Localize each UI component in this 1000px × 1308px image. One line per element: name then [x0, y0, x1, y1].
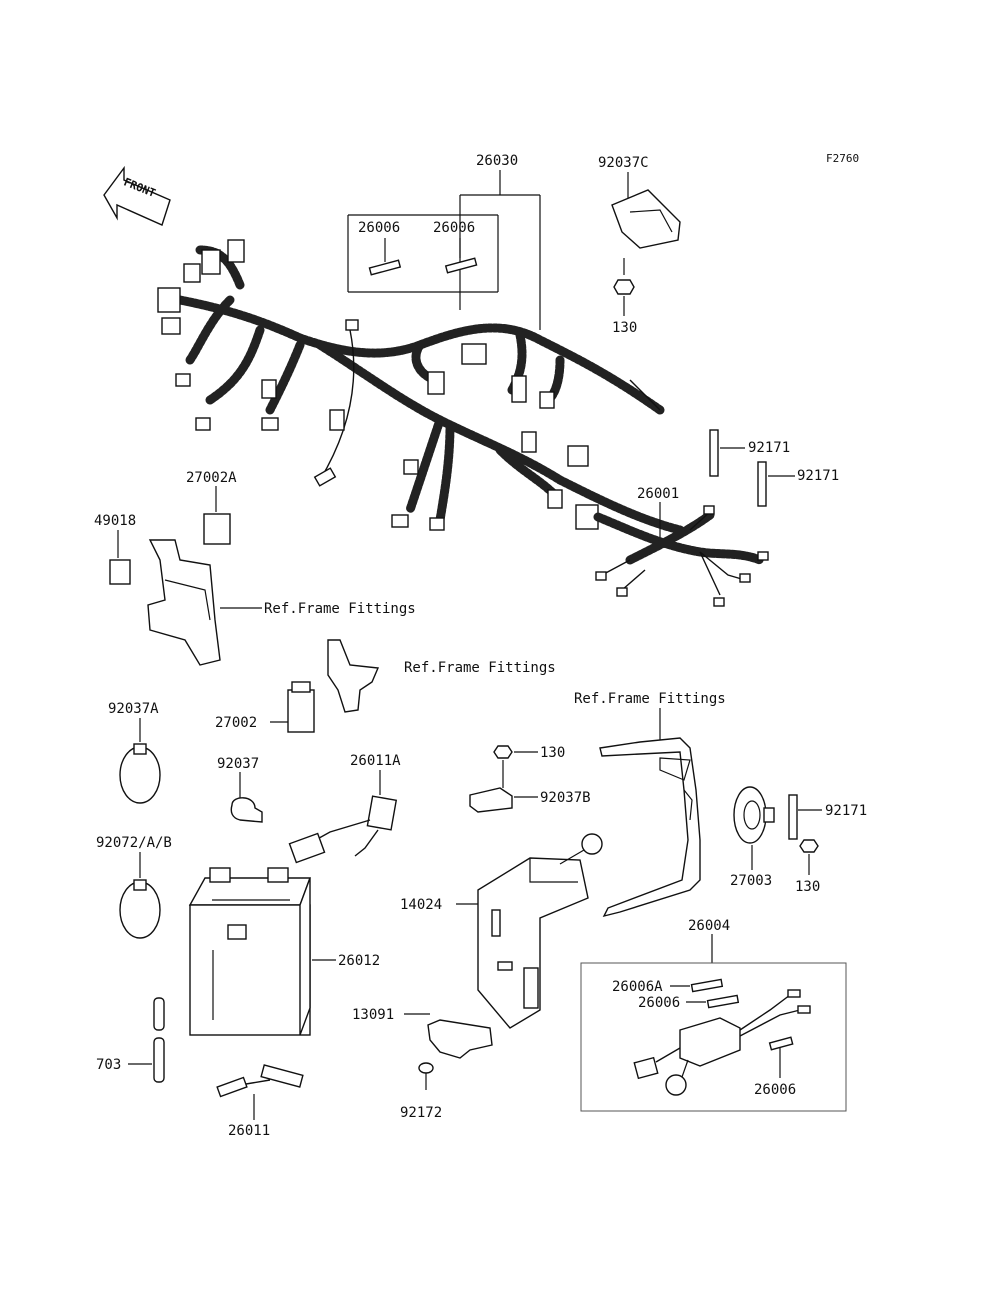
leader-26030: [347, 170, 541, 330]
relay-bracket: [147, 539, 221, 666]
battery-26012: [188, 867, 312, 1036]
callout-13091: 13091: [352, 1007, 394, 1023]
screw-92172: [418, 1062, 434, 1090]
callout-26011a: 26011A: [350, 753, 401, 769]
bracket-13091: [427, 1019, 493, 1059]
callout-14024: 14024: [400, 897, 442, 913]
battery-case-14024: [477, 857, 589, 1029]
callout-92171-b: 92171: [797, 468, 839, 484]
callout-26030: 26030: [476, 153, 518, 169]
fuse-holder-26004: [633, 989, 811, 1080]
nut-130-top: [613, 279, 635, 295]
ref-frame-fittings-3: Ref.Frame Fittings: [574, 691, 726, 707]
ref-frame-fittings-2: Ref.Frame Fittings: [404, 660, 556, 676]
nut-130-mid: [493, 745, 513, 759]
callout-92171-a: 92171: [748, 440, 790, 456]
tube-703-b: [153, 1037, 165, 1083]
callout-26006-b: 26006: [433, 220, 475, 236]
band-92072: [119, 879, 161, 939]
fuse-26006-d: [768, 1036, 794, 1051]
clamp-92037b: [469, 787, 513, 813]
ref-frame-fittings-1: Ref.Frame Fittings: [264, 601, 416, 617]
callout-92171-c: 92171: [825, 803, 867, 819]
relay-27002: [287, 681, 315, 733]
tube-703-a: [153, 997, 165, 1031]
clamp-92037: [230, 797, 263, 823]
clamp-92037c: [611, 189, 681, 249]
fuse-26006-c: [706, 994, 740, 1009]
callout-26001: 26001: [637, 486, 679, 502]
callout-27002a: 27002A: [186, 470, 237, 486]
callout-27002: 27002: [215, 715, 257, 731]
callout-92037: 92037: [217, 756, 259, 772]
callout-92172: 92172: [400, 1105, 442, 1121]
callout-27003: 27003: [730, 873, 772, 889]
marker-a-1: [581, 833, 603, 855]
band-92037a: [119, 743, 161, 804]
fuse-26006-a: [368, 238, 402, 276]
main-harness-26030: [157, 239, 685, 535]
callout-26006-d: 26006: [754, 1082, 796, 1098]
callout-92037a: 92037A: [108, 701, 159, 717]
callout-92037c: 92037C: [598, 155, 649, 171]
relay-49018: [109, 559, 131, 585]
fuse-26006-b: [444, 238, 478, 274]
callout-26011: 26011: [228, 1123, 270, 1139]
fuse-26006a: [690, 978, 724, 993]
callout-26004: 26004: [688, 918, 730, 934]
callout-49018: 49018: [94, 513, 136, 529]
sub-harness-26001: [575, 504, 769, 607]
bracket-upper-mid: [327, 639, 380, 713]
horn-stay: [599, 737, 701, 918]
callout-26006-c: 26006: [638, 995, 680, 1011]
callout-92072: 92072/A/B: [96, 835, 172, 851]
callout-92037b: 92037B: [540, 790, 591, 806]
band-92171-b: [757, 461, 767, 507]
callout-26006a: 26006A: [612, 979, 663, 995]
callout-130-top: 130: [612, 320, 637, 336]
nut-130-low: [799, 839, 819, 853]
figure-code: F2760: [826, 152, 859, 165]
callout-130-mid: 130: [540, 745, 565, 761]
callout-703: 703: [96, 1057, 121, 1073]
marker-a-2: [665, 1074, 687, 1096]
band-92171-a: [709, 429, 719, 477]
front-arrow-icon: FRONT: [103, 165, 171, 226]
callout-26012: 26012: [338, 953, 380, 969]
lead-26011a: [288, 795, 398, 864]
box-26004: [580, 962, 847, 1112]
callout-26006-a: 26006: [358, 220, 400, 236]
callout-130-low: 130: [795, 879, 820, 895]
band-92171-c: [788, 794, 798, 840]
lead-26011: [216, 1064, 304, 1098]
relay-27002a: [203, 513, 231, 545]
horn-27003: [733, 786, 775, 844]
